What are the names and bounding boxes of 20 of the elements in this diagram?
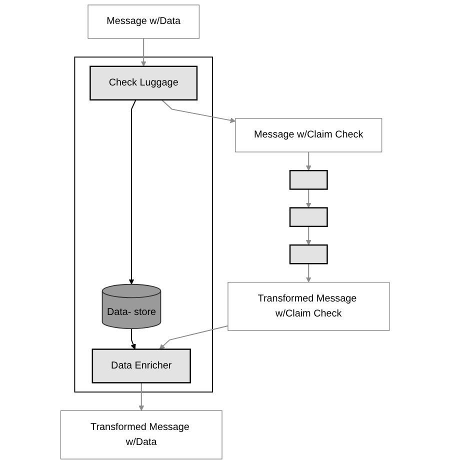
node-box (289, 207, 328, 228)
arrow (140, 38, 146, 67)
cluster (74, 56, 213, 392)
node-box: Transformed Message w/Claim Check (228, 282, 390, 331)
arrow (306, 263, 312, 282)
node-box (289, 244, 328, 264)
arrow (159, 325, 228, 350)
arrow (306, 151, 312, 171)
arrow (130, 328, 136, 350)
node-box: Message w/Claim Check (235, 118, 382, 152)
arrow (161, 99, 236, 124)
node-box: Data Enricher (92, 348, 191, 384)
node-box: Transformed Message w/Data (60, 410, 222, 460)
node-box: Message w/Data (88, 4, 200, 39)
arrow (138, 382, 144, 411)
arrow (306, 188, 312, 208)
node-box: Check Luggage (90, 66, 198, 100)
arrow (306, 226, 312, 246)
arrow (128, 99, 136, 285)
node-box (289, 170, 328, 190)
